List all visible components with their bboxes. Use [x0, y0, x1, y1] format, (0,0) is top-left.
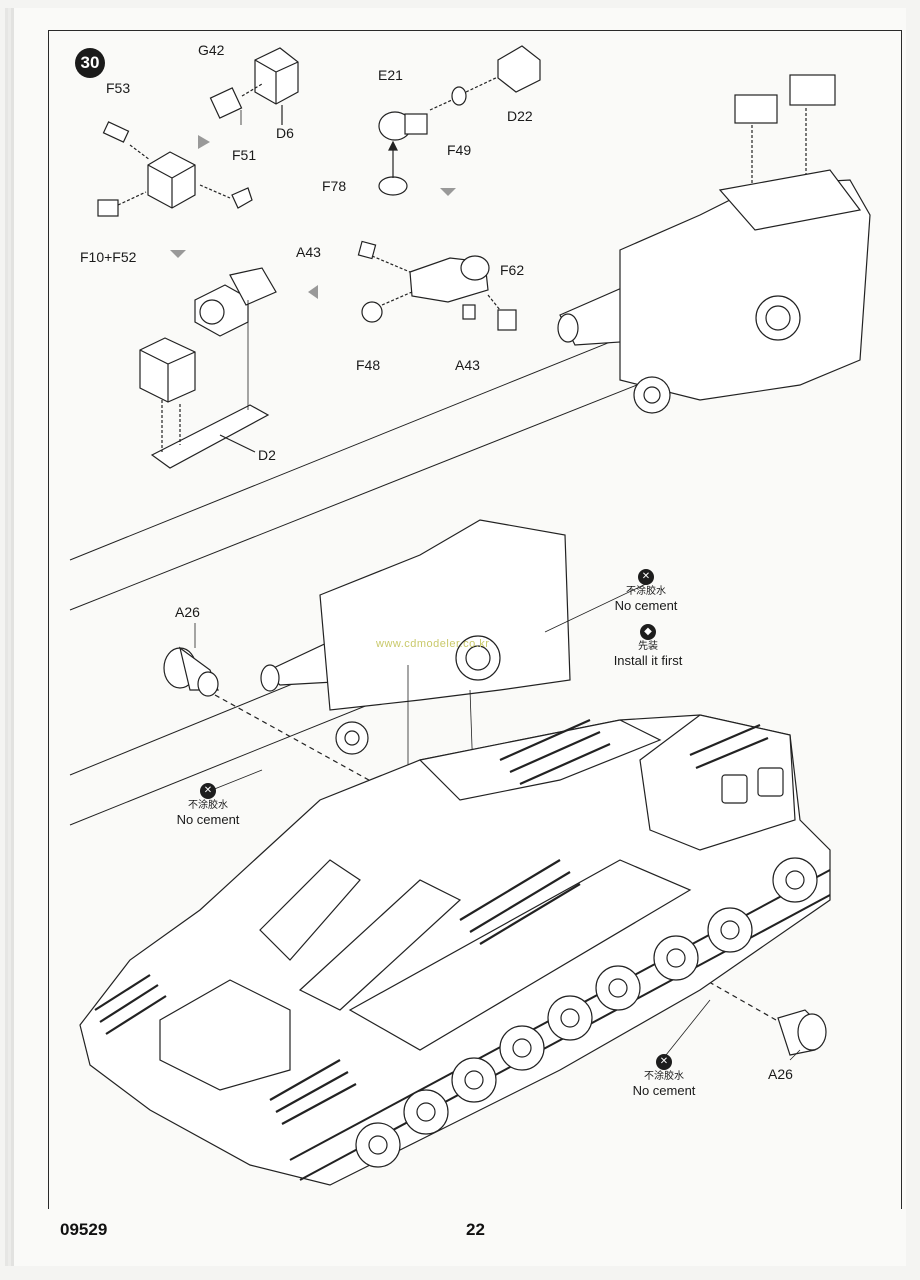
step-frame — [48, 30, 902, 1209]
gun-subassembly-top — [557, 74, 871, 414]
deck-slats — [94, 718, 769, 1125]
part-label-f62: F62 — [500, 262, 525, 278]
note-no-cement-top: ✕ 不涂胶水 No cement — [606, 569, 686, 613]
part-label-f48: F48 — [356, 357, 381, 373]
step-number-badge: 30 — [75, 48, 105, 78]
part-e21-group — [378, 45, 541, 196]
part-label-a43-top: A43 — [296, 244, 321, 260]
note-en: Install it first — [613, 653, 683, 668]
part-f53-group — [97, 121, 253, 217]
note-install-first: ◆ 先装 Install it first — [598, 624, 698, 668]
part-d2-group — [139, 250, 318, 469]
part-d6-group — [209, 47, 299, 125]
note-cn: 不涂胶水 — [644, 1071, 684, 1082]
note-cn: 不涂胶水 — [188, 800, 228, 811]
page-number: 22 — [466, 1220, 485, 1239]
note-en: No cement — [614, 598, 678, 613]
part-label-a26-left: A26 — [175, 604, 200, 620]
part-label-d2: D2 — [258, 447, 276, 463]
note-en: No cement — [632, 1083, 696, 1098]
note-no-cement-right: ✕ 不涂胶水 No cement — [624, 1054, 704, 1098]
part-label-d22: D22 — [507, 108, 533, 124]
no-cement-icon: ✕ — [656, 1054, 672, 1070]
part-label-a43-bottom: A43 — [455, 357, 480, 373]
part-label-f49: F49 — [447, 142, 472, 158]
part-label-g42: G42 — [198, 42, 225, 58]
part-a26-left-shape — [163, 646, 406, 801]
install-first-icon: ◆ — [640, 624, 656, 640]
part-label-f53: F53 — [106, 80, 131, 96]
vehicle-hull — [79, 714, 831, 1186]
note-en: No cement — [176, 812, 240, 827]
note-no-cement-left: ✕ 不涂胶水 No cement — [168, 783, 248, 827]
watermark: www.cdmodeler.co.kr — [376, 638, 490, 650]
note-cn: 不涂胶水 — [626, 586, 666, 597]
no-cement-icon: ✕ — [638, 569, 654, 585]
part-label-e21: E21 — [378, 67, 403, 83]
part-label-a26-right: A26 — [768, 1066, 793, 1082]
part-label-f10-f52: F10+F52 — [80, 249, 137, 265]
part-a43-group — [357, 240, 517, 331]
no-cement-icon: ✕ — [200, 783, 216, 799]
kit-number: 09529 — [60, 1220, 108, 1239]
part-label-d6: D6 — [276, 125, 294, 141]
note-cn: 先装 — [638, 641, 658, 652]
part-label-f51: F51 — [232, 147, 257, 163]
part-label-f78: F78 — [322, 178, 347, 194]
